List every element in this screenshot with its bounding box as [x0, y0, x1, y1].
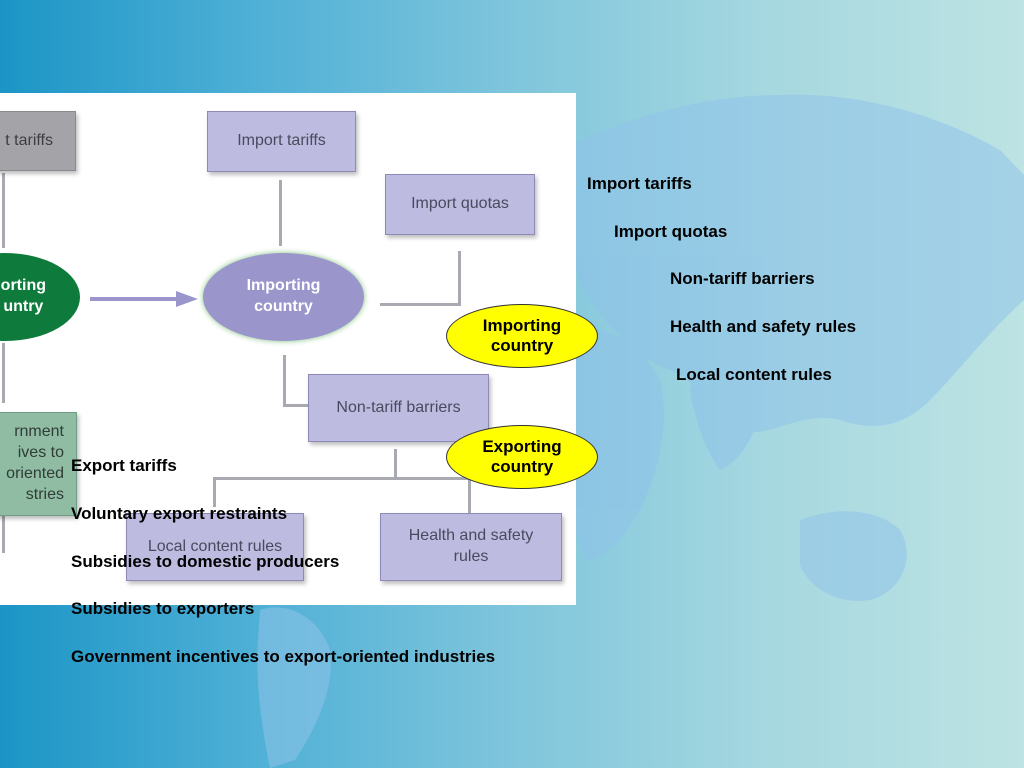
- export-list-item: Government incentives to export-oriented…: [71, 647, 496, 666]
- connector-nontariff-h: [283, 404, 308, 407]
- import-tariffs-box: Import tariffs: [207, 111, 356, 172]
- connector-left-top: [2, 173, 5, 248]
- exporting-country-ellipse-partial: orting untry: [0, 253, 80, 341]
- connector-tariffs: [279, 180, 282, 246]
- connector-branch-left: [213, 477, 216, 507]
- export-tariffs-box-partial: t tariffs: [0, 111, 76, 171]
- importing-country-ellipse: Importing country: [203, 253, 364, 341]
- map-south-america: [257, 607, 331, 768]
- export-list-item: Subsidies to domestic producers: [71, 552, 340, 571]
- export-list-item: Export tariffs: [71, 456, 177, 475]
- arrow-right-icon: [90, 291, 198, 307]
- import-list-item: Non-tariff barriers: [670, 269, 815, 288]
- exporting-country-callout: Exporting country: [446, 425, 598, 489]
- import-list-item: Health and safety rules: [670, 317, 857, 336]
- connector-left-tail: [2, 513, 5, 553]
- import-list-item: Import tariffs: [587, 174, 692, 193]
- connector-quotas-v: [458, 251, 461, 306]
- connector-branch-h: [213, 477, 471, 480]
- non-tariff-barriers-box: Non-tariff barriers: [308, 374, 489, 442]
- map-africa: [555, 327, 664, 560]
- connector-left-bottom: [2, 343, 5, 403]
- map-eurasia: [560, 94, 1024, 433]
- export-list-item: Subsidies to exporters: [71, 599, 255, 618]
- import-quotas-box: Import quotas: [385, 174, 535, 235]
- import-list-item: Local content rules: [676, 365, 832, 384]
- connector-quotas-h: [380, 303, 461, 306]
- connector-branch-v: [394, 449, 397, 479]
- map-india: [690, 360, 760, 470]
- importing-country-callout: Importing country: [446, 304, 598, 368]
- export-list-item: Voluntary export restraints: [71, 504, 288, 523]
- health-safety-rules-box: Health and safety rules: [380, 513, 562, 581]
- connector-branch-right: [468, 477, 471, 513]
- local-content-rules-box: Local content rules: [126, 513, 304, 581]
- map-australia: [800, 511, 907, 601]
- import-list-item: Import quotas: [614, 222, 728, 241]
- connector-nontariff-v: [283, 355, 286, 407]
- government-incentives-box-partial: rnment ives to oriented stries: [0, 412, 77, 516]
